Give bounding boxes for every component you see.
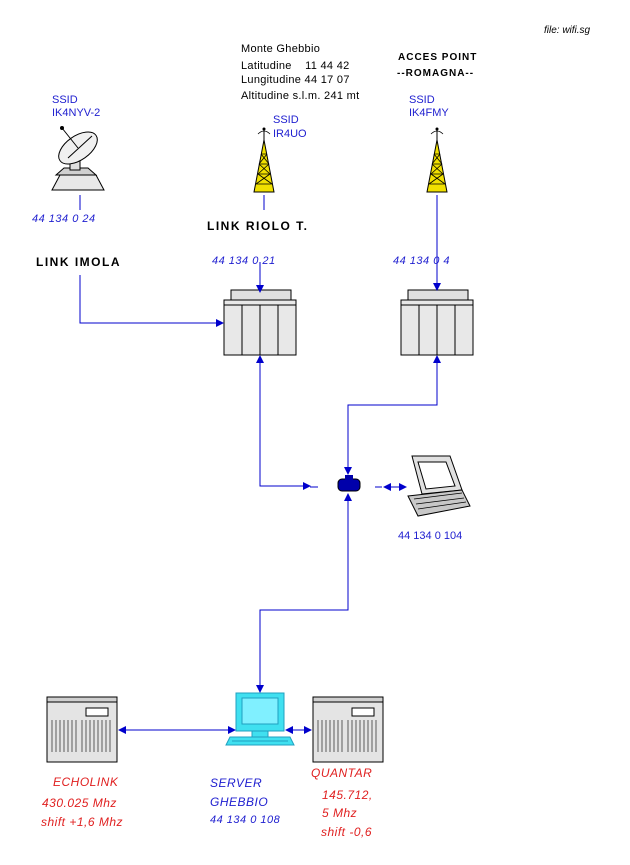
- ip-imola: 44 134 0 24: [32, 213, 96, 225]
- ssid-left-label: SSID: [52, 94, 78, 106]
- file-label: file: wifi.sg: [544, 25, 591, 36]
- ip-romagna: 44 134 0 4: [393, 255, 450, 267]
- riolo-ap-to-switch-line: [256, 355, 311, 490]
- ssid-right-value: IK4FMY: [409, 107, 449, 119]
- quantar-freq1: 145.712,: [322, 788, 373, 802]
- echolink-shift: shift +1,6 Mhz: [41, 815, 124, 829]
- switch-to-server-line: [256, 493, 352, 693]
- link-riolo-label: LINK RIOLO T.: [207, 219, 309, 233]
- quantar-name: QUANTAR: [311, 766, 373, 780]
- ssid-right-label: SSID: [409, 94, 435, 106]
- ip-riolo: 44 134 0 21: [212, 255, 276, 267]
- echolink-radio-icon: [46, 696, 118, 763]
- radio-tower-romagna-icon: [426, 127, 448, 193]
- radio-tower-riolo-icon: [253, 127, 275, 193]
- server-line1: SERVER: [210, 776, 263, 790]
- access-point-title: ACCES POINT: [398, 52, 478, 63]
- server-line2: GHEBBIO: [210, 795, 269, 809]
- site-altitude: Altitudine s.l.m. 241 mt: [241, 90, 360, 102]
- link-imola-label: LINK IMOLA: [36, 255, 121, 269]
- link-imola-line: [79, 275, 224, 327]
- server-pc-icon: [225, 692, 295, 746]
- ip-laptop: 44 134 0 104: [398, 530, 463, 542]
- satellite-dish-icon: [51, 126, 105, 191]
- romagna-ap-to-switch-line: [344, 355, 441, 475]
- ssid-left-value: IK4NYV-2: [52, 107, 101, 119]
- quantar-radio-icon: [312, 696, 384, 763]
- quantar-shift: shift -0,6: [321, 825, 373, 839]
- ssid-mid-value: IR4UO: [273, 128, 307, 140]
- access-point-riolo-icon: [223, 289, 297, 356]
- site-name: Monte Ghebbio: [241, 43, 321, 55]
- site-longitude: Lungitudine 44 17 07: [241, 74, 350, 86]
- echolink-name: ECHOLINK: [53, 775, 119, 789]
- access-point-romagna-icon: [400, 289, 474, 356]
- echolink-freq: 430.025 Mhz: [42, 796, 117, 810]
- server-ip: 44 134 0 108: [210, 814, 281, 826]
- site-latitude: Latitudine 11 44 42: [241, 60, 350, 72]
- laptop-icon: [407, 455, 471, 517]
- ssid-mid-label: SSID: [273, 114, 299, 126]
- network-switch-icon: [310, 475, 382, 492]
- access-point-subtitle: --ROMAGNA--: [397, 68, 475, 79]
- quantar-freq2: 5 Mhz: [322, 806, 358, 820]
